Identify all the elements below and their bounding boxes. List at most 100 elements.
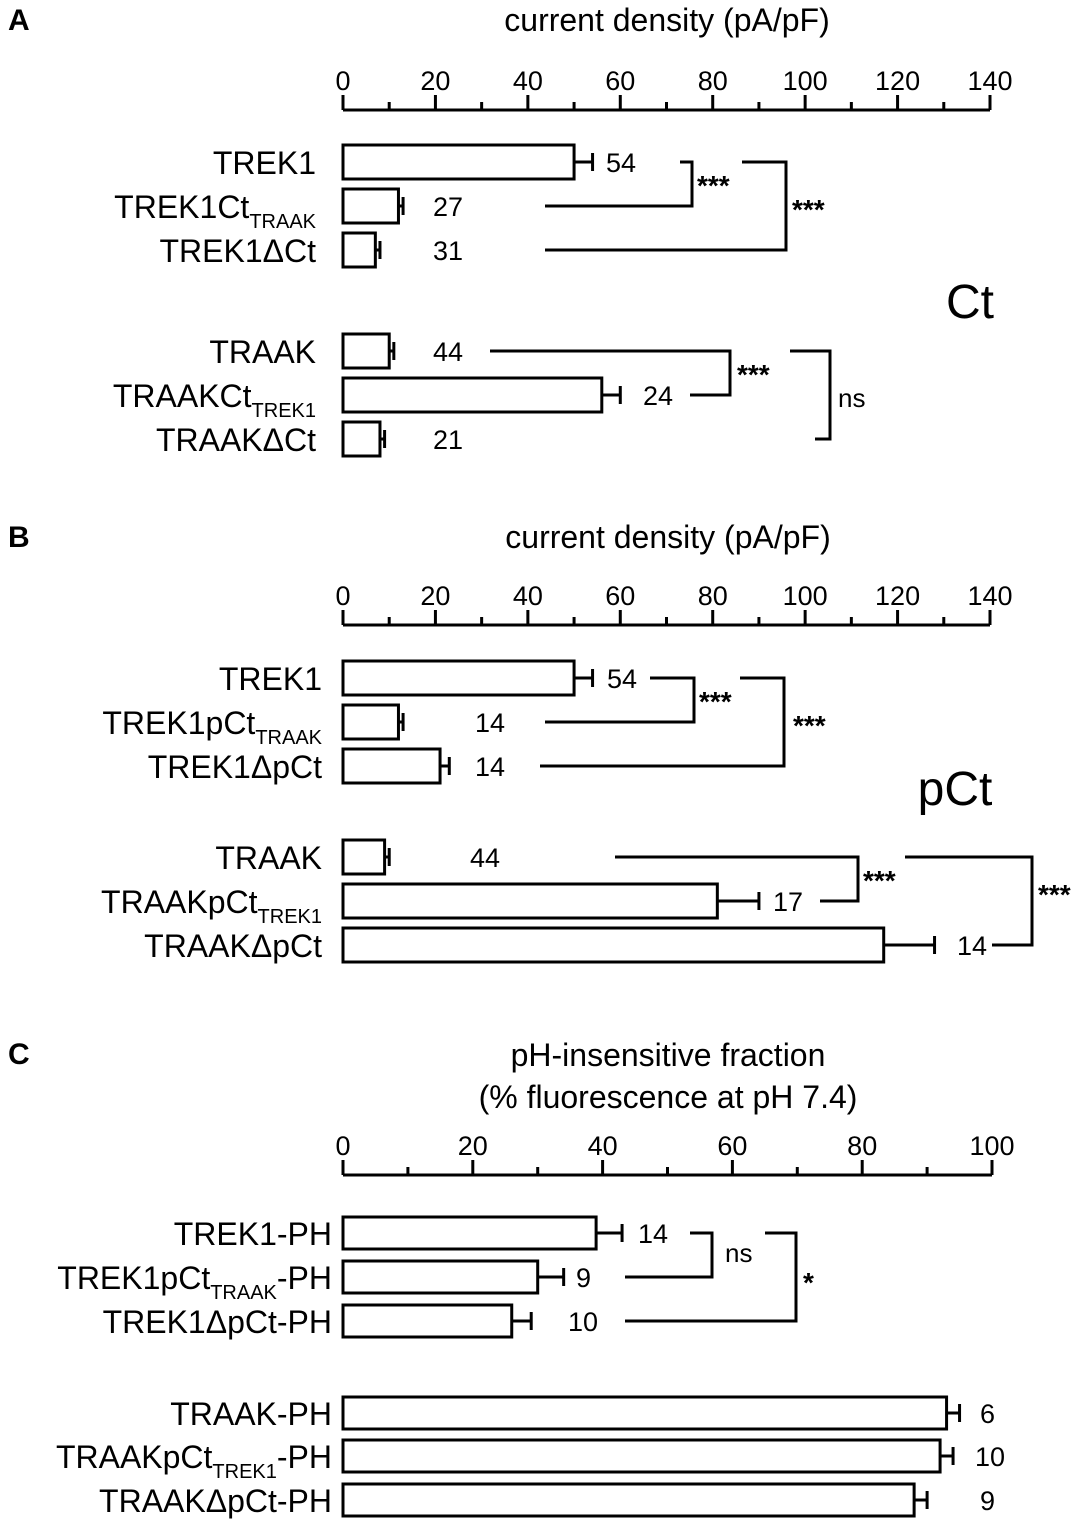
tick-label: 100	[969, 1131, 1014, 1161]
category-label-main: TRAAKΔCt	[156, 422, 316, 458]
bar	[341, 838, 387, 876]
tick-label: 40	[513, 66, 543, 96]
significance-bracket	[545, 160, 788, 252]
group-label: Ct	[946, 276, 994, 329]
significance-bracket	[490, 349, 732, 397]
axis-title: current density (pA/pF)	[504, 2, 829, 38]
bar	[341, 1482, 916, 1518]
tick-label: 0	[335, 581, 350, 611]
category-label: TREK1ΔpCt	[148, 749, 322, 785]
category-label-subscript: TRAAK	[249, 211, 316, 233]
bar	[341, 143, 576, 181]
tick-label: 140	[967, 581, 1012, 611]
category-label: TRAAKpCtTREK1-PH	[56, 1439, 332, 1483]
tick-label: 60	[605, 581, 635, 611]
n-count-label: 10	[975, 1442, 1005, 1472]
category-label-main: TRAAKΔpCt	[144, 928, 322, 964]
n-count-label: 14	[638, 1219, 668, 1249]
category-label: TREK1pCtTRAAK-PH	[57, 1260, 332, 1304]
category-label-subscript: TREK1	[212, 1461, 276, 1483]
n-count-label: 14	[475, 708, 505, 738]
n-count-label: 6	[980, 1399, 995, 1429]
tick-label: 80	[698, 66, 728, 96]
bar	[341, 332, 391, 370]
axis-title: current density (pA/pF)	[505, 519, 830, 555]
category-label-main: TREK1ΔpCt-PH	[103, 1304, 332, 1340]
category-label: TREK1	[213, 145, 316, 181]
bar	[341, 1438, 942, 1474]
significance-bracket	[905, 855, 1034, 947]
significance-label: *	[803, 1267, 814, 1298]
significance-label: ***	[1038, 879, 1071, 910]
category-label: TREK1-PH	[174, 1216, 332, 1252]
category-label: TRAAKΔpCt-PH	[99, 1483, 332, 1519]
significance-label: ***	[863, 865, 896, 896]
tick-label: 0	[335, 66, 350, 96]
category-label-subscript: TREK1	[258, 906, 322, 928]
significance-bracket	[625, 1231, 798, 1323]
tick-label: 40	[588, 1131, 618, 1161]
category-label-main: TRAAKpCt	[56, 1439, 213, 1475]
significance-bracket	[790, 349, 832, 441]
significance-bracket	[615, 855, 860, 903]
tick-label: 60	[605, 66, 635, 96]
bar	[341, 420, 382, 458]
tick-label: 40	[513, 581, 543, 611]
tick-label: 0	[335, 1131, 350, 1161]
tick-label: 20	[420, 581, 450, 611]
category-label-suffix: -PH	[277, 1260, 332, 1296]
bar	[341, 747, 442, 785]
n-count-label: 54	[606, 148, 636, 178]
n-count-label: 14	[475, 752, 505, 782]
category-label-main: TRAAKpCt	[101, 884, 258, 920]
category-label-suffix: -PH	[277, 1439, 332, 1475]
significance-bracket	[545, 676, 696, 724]
category-label-main: TREK1pCt	[57, 1260, 210, 1296]
significance-bracket	[540, 676, 786, 768]
tick-label: 120	[875, 581, 920, 611]
category-label-main: TREK1	[213, 145, 316, 181]
n-count-label: 27	[433, 192, 463, 222]
significance-label: ***	[737, 359, 770, 390]
tick-label: 100	[783, 66, 828, 96]
tick-label: 60	[717, 1131, 747, 1161]
n-count-label: 9	[576, 1263, 591, 1293]
bar	[341, 703, 400, 741]
significance-bracket	[545, 160, 694, 208]
significance-label: ***	[792, 194, 825, 225]
category-label-main: TREK1	[219, 661, 322, 697]
significance-label: ns	[838, 383, 865, 413]
tick-label: 80	[847, 1131, 877, 1161]
bar	[341, 1395, 949, 1431]
tick-label: 120	[875, 66, 920, 96]
category-label-main: TREK1-PH	[174, 1216, 332, 1252]
panel-letter: A	[8, 4, 30, 37]
significance-label: ns	[725, 1238, 752, 1268]
bar	[341, 1259, 540, 1295]
bar	[341, 1303, 514, 1339]
n-count-label: 10	[568, 1307, 598, 1337]
bar	[341, 231, 377, 269]
category-label-main: TRAAK-PH	[170, 1396, 332, 1432]
n-count-label: 24	[643, 381, 673, 411]
bar	[341, 1215, 598, 1251]
significance-label: ***	[699, 686, 732, 717]
n-count-label: 14	[957, 931, 987, 961]
category-label: TRAAKpCtTREK1	[101, 884, 322, 928]
tick-label: 80	[698, 581, 728, 611]
significance-bracket	[625, 1231, 714, 1279]
bar	[341, 376, 604, 414]
significance-label: ***	[697, 170, 730, 201]
category-label: TRAAK	[215, 840, 322, 876]
bar	[341, 659, 576, 697]
n-count-label: 17	[773, 887, 803, 917]
category-label-main: TRAAK	[215, 840, 322, 876]
category-label: TRAAKCtTREK1	[113, 378, 316, 422]
n-count-label: 54	[607, 664, 637, 694]
significance-label: ***	[793, 710, 826, 741]
category-label-main: TREK1Ct	[114, 189, 249, 225]
n-count-label: 31	[433, 236, 463, 266]
